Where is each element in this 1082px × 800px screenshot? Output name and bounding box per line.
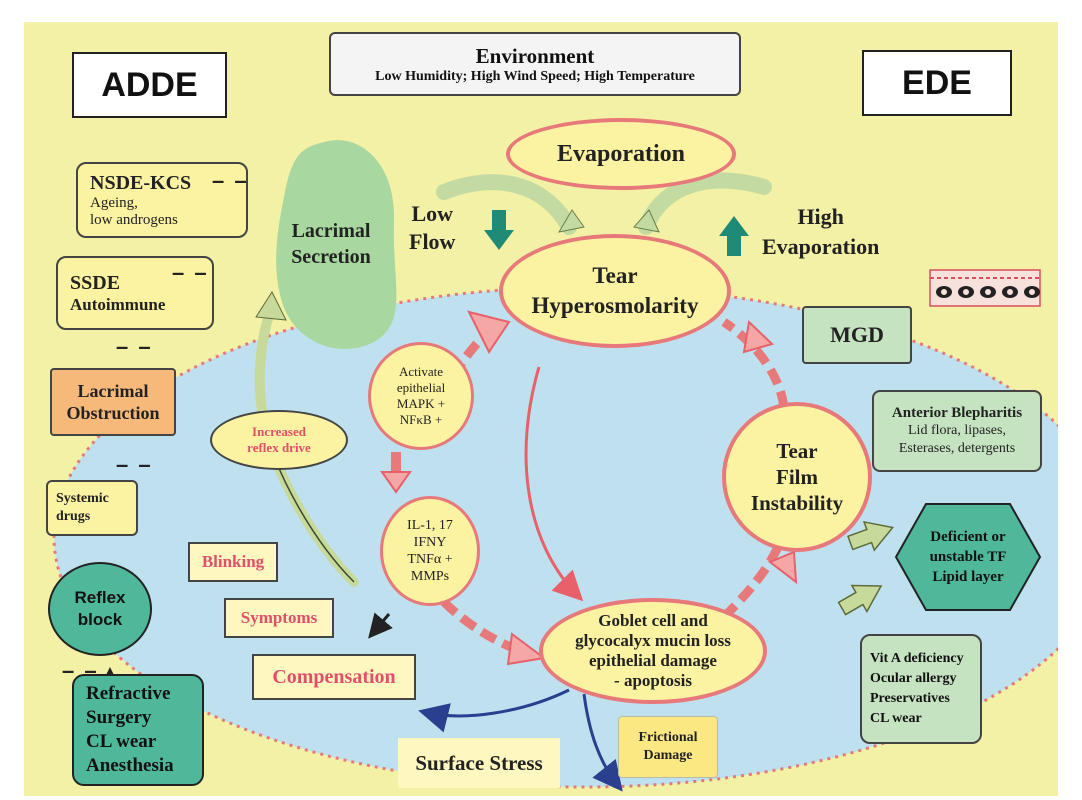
inner-pathway-arrow	[524, 366, 584, 602]
nsde-kcs-box: NSDE-KCS Ageing, low androgens	[76, 162, 248, 238]
ede-label: EDE	[862, 50, 1012, 116]
ssde-lower-dashes: – –	[116, 334, 153, 359]
mgd-box: MGD	[802, 306, 912, 364]
environment-box: Environment Low Humidity; High Wind Spee…	[329, 32, 741, 96]
high-evaporation-curve-arrow	[638, 172, 772, 235]
low-flow-curve-arrow	[436, 174, 577, 235]
ssde-dashes: – –	[172, 260, 209, 285]
surface-stress-box: Surface Stress	[398, 738, 560, 788]
lacrimal-gland-shape	[276, 140, 397, 349]
diagram-canvas: ADDE EDE Environment Low Humidity; High …	[24, 22, 1058, 796]
low-flow-down-arrow	[484, 210, 514, 250]
deficient-lipid-arrow	[847, 520, 895, 552]
deficient-lipid-hexagon	[894, 503, 1042, 611]
obstruction-dashes: – –	[116, 452, 153, 477]
evaporation-node: Evaporation	[506, 118, 736, 190]
anterior-blepharitis-box: Anterior Blepharitis Lid flora, lipases,…	[872, 390, 1042, 472]
cycle-top-right-arrow	[721, 318, 789, 408]
symptoms-arrow	[368, 612, 393, 639]
high-evaporation-up-arrow	[719, 216, 749, 256]
ssde-box: SSDE Autoimmune	[56, 256, 214, 330]
environment-title: Environment	[475, 43, 595, 68]
cycle-right-up-arrow	[720, 530, 789, 621]
blinking-box: Blinking	[188, 542, 278, 582]
surface-stress-arrow	[418, 688, 570, 733]
vit-a-arrow	[837, 584, 883, 616]
adde-label: ADDE	[72, 52, 227, 118]
compensation-box: Compensation	[252, 654, 416, 700]
symptoms-box: Symptoms	[224, 598, 334, 638]
eyelid-gland-icon	[929, 269, 1041, 307]
environment-subtitle: Low Humidity; High Wind Speed; High Temp…	[375, 68, 695, 84]
frictional-damage-arrow	[582, 693, 623, 792]
nsde-dashes: – –	[212, 168, 249, 193]
